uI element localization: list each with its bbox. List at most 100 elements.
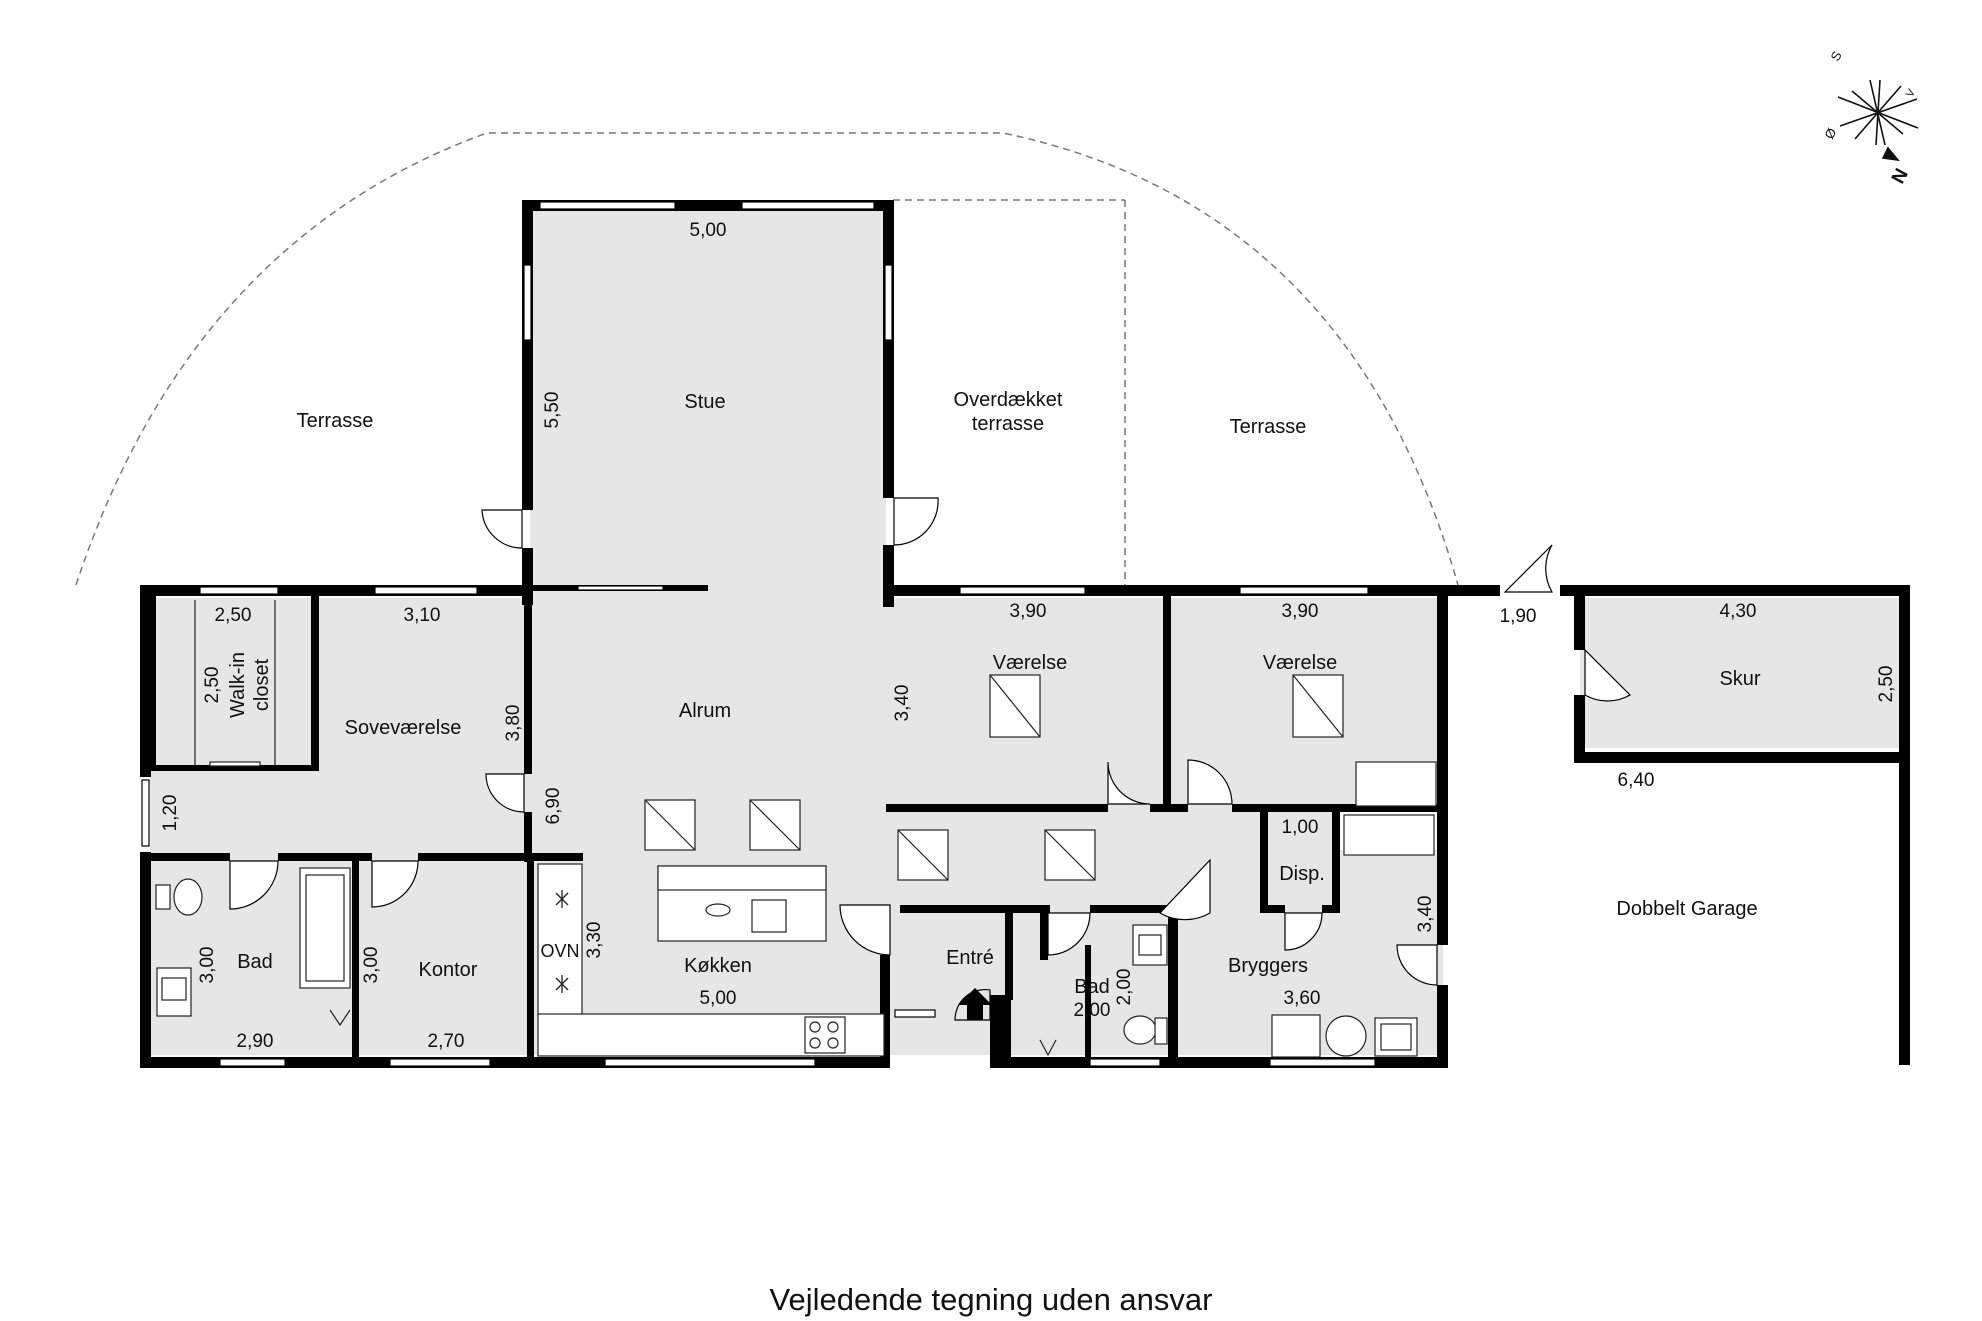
sink-right-inner xyxy=(1138,934,1162,956)
wall-passage-top xyxy=(1440,585,1500,596)
dim-bryggers-depth: 3,40 xyxy=(1415,896,1436,933)
wall-stue-right xyxy=(883,200,894,498)
wall-walkin-right xyxy=(311,596,319,768)
window-west-hall xyxy=(141,779,150,847)
skylight-5-diag xyxy=(989,674,1041,738)
toilet-left-tank xyxy=(155,884,171,910)
wall-bad-kontor xyxy=(352,853,359,1063)
room-label-ovn: OVN xyxy=(540,941,579,961)
island-sink xyxy=(751,899,787,933)
door-vaerelse1 xyxy=(1107,761,1151,805)
wall-walkin-bottom xyxy=(150,765,319,771)
door-vaerelse2 xyxy=(1187,759,1233,805)
wall-bad-right-left xyxy=(1040,905,1048,960)
dim-skur-depth: 2,50 xyxy=(1876,666,1897,703)
room-label-vaerelse-2: Værelse xyxy=(1263,652,1337,674)
freezer-icon-bottom xyxy=(555,975,569,993)
door-bryggers-east xyxy=(1396,944,1438,986)
door-kontor xyxy=(371,860,419,908)
wall-east-exterior-low xyxy=(1437,985,1448,1068)
door-bryggers xyxy=(1159,858,1211,921)
window-walkin-top xyxy=(199,586,279,595)
wall-entre-top xyxy=(900,905,1050,913)
wall-stue-top xyxy=(522,200,894,211)
wall-east-wing-top xyxy=(886,585,1456,596)
wall-bath-top xyxy=(140,853,230,861)
bathtub-inner xyxy=(305,874,345,982)
wall-stue-left-low xyxy=(522,548,533,605)
garage-east-wall xyxy=(1899,760,1910,1065)
room-label-garage: Dobbelt Garage xyxy=(1616,898,1757,920)
dim-sove-width: 3,10 xyxy=(404,605,441,626)
wall-vaerelse-divider xyxy=(1163,596,1171,811)
windows xyxy=(141,201,1376,1067)
stove xyxy=(804,1016,846,1054)
bryggers-cabinet xyxy=(1343,814,1435,856)
door-passage xyxy=(1503,544,1554,593)
room-label-disp: Disp. xyxy=(1279,863,1325,885)
stove-burner-3 xyxy=(809,1037,821,1049)
washer xyxy=(1271,1014,1321,1058)
compass-north-label: N xyxy=(1888,165,1913,187)
wall-entre-right-block xyxy=(1003,995,1011,1068)
room-label-kontor: Kontor xyxy=(419,959,478,981)
window-stue-right xyxy=(884,264,893,341)
sink-left-inner xyxy=(161,977,187,1001)
door-stue-west xyxy=(481,509,523,549)
wall-entre-right xyxy=(1005,905,1013,1000)
window-stue-left xyxy=(523,264,532,341)
dim-koekken-depth: 3,30 xyxy=(584,922,605,959)
skylight-6-diag xyxy=(1292,674,1344,738)
skylight-1-diag xyxy=(644,799,696,851)
kitchen-counter-left xyxy=(537,863,583,1017)
dim-koekken-width: 5,00 xyxy=(700,988,737,1009)
window-bryggers-bottom xyxy=(1269,1058,1376,1067)
floor-drain-left xyxy=(329,1009,351,1027)
dim-walkin-depth: 2,50 xyxy=(202,667,223,704)
wall-bad-right-top xyxy=(1090,905,1170,913)
floor-walkin xyxy=(155,598,315,768)
window-stue-top-1 xyxy=(539,201,676,210)
wall-disp-left xyxy=(1260,808,1268,913)
compass-east-label: Ø xyxy=(1821,125,1839,141)
dim-kontor-depth: 3,00 xyxy=(361,947,382,984)
window-vaerelse1-top xyxy=(959,586,1086,595)
closet-door-bottom xyxy=(209,761,261,767)
dim-bad-left-depth: 3,00 xyxy=(197,947,218,984)
skylight-4-diag xyxy=(1044,829,1096,881)
floor-stue xyxy=(530,210,886,590)
room-label-alrum: Alrum xyxy=(679,700,731,722)
wall-bryggers-left xyxy=(1170,905,1178,1065)
dim-skur-width: 4,30 xyxy=(1720,601,1757,622)
stove-burner-1 xyxy=(809,1021,821,1033)
wall-kontor-koekken xyxy=(527,853,534,1063)
wall-south-mid xyxy=(1008,1057,1448,1068)
door-disp xyxy=(1284,912,1323,951)
wall-south-west xyxy=(140,1057,890,1068)
dim-disp-width: 1,00 xyxy=(1282,817,1319,838)
wall-stue-left xyxy=(522,200,533,510)
bryggers-sink-inner xyxy=(1380,1023,1412,1051)
room-label-terrasse-right: Terrasse xyxy=(1230,416,1307,438)
room-label-overdaekket-2: terrasse xyxy=(972,413,1044,435)
compass-north-arrow xyxy=(1881,146,1900,162)
island-basin xyxy=(705,903,731,917)
disclaimer-caption: Vejledende tegning uden ansvar xyxy=(769,1282,1213,1317)
dim-stue-width: 5,00 xyxy=(690,220,727,241)
toilet-left xyxy=(173,878,203,916)
room-label-sovevaerelse: Soveværelse xyxy=(345,717,462,739)
compass-west-label: V xyxy=(1904,87,1918,100)
wall-west-wing-top xyxy=(140,585,530,596)
dim-bad-left-width: 2,90 xyxy=(237,1031,274,1052)
dim-hall-width: 1,20 xyxy=(160,795,181,832)
wall-sove-east xyxy=(524,596,532,774)
garage-outline xyxy=(1899,760,1910,1065)
wall-west-exterior-top xyxy=(140,585,151,777)
room-label-walkin-2: closet xyxy=(251,658,273,711)
wall-skur-top xyxy=(1560,585,1910,596)
window-kontor-bottom xyxy=(389,1058,491,1067)
room-label-bryggers: Bryggers xyxy=(1228,955,1308,977)
skylight-2-diag xyxy=(749,799,801,851)
dim-alrum-depth: 6,90 xyxy=(543,788,564,825)
